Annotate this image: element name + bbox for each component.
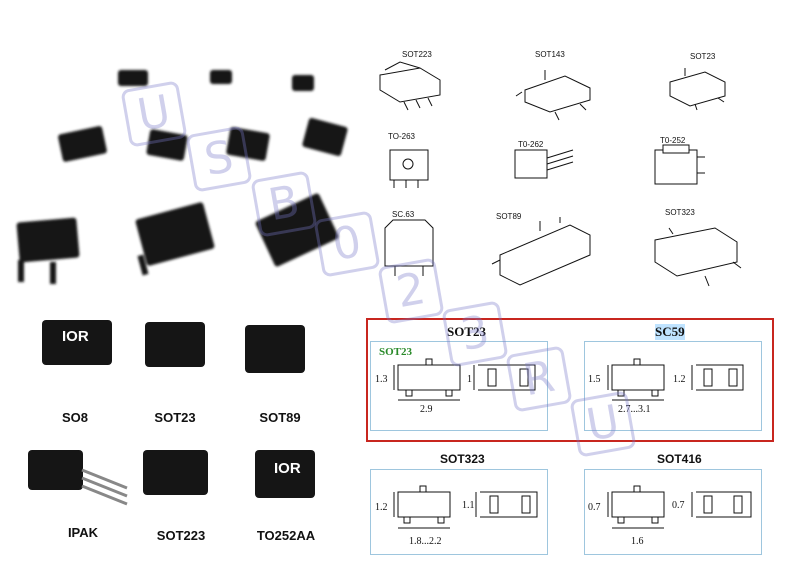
to252aa-photo bbox=[255, 450, 315, 498]
label-sot23-drawing: SOT23 bbox=[690, 52, 716, 61]
dim-drawing-sot23 bbox=[393, 358, 536, 401]
sot223-photo bbox=[143, 450, 208, 495]
dim-subtitle-sot23: SOT23 bbox=[379, 346, 413, 358]
dim-box-sot416 bbox=[584, 469, 762, 555]
dim-box-sot23 bbox=[370, 341, 548, 431]
photo-label-to252aa: TO252AA bbox=[256, 528, 316, 543]
dim-side-sot23: 1 bbox=[467, 374, 472, 385]
logo-to252aa: IOR bbox=[274, 460, 301, 477]
dim-height-sot323: 1.2 bbox=[375, 502, 388, 513]
dim-height-sot416: 0.7 bbox=[588, 502, 601, 513]
photo-label-so8: SO8 bbox=[61, 410, 88, 425]
photo-label-sot23: SOT23 bbox=[154, 410, 196, 425]
dim-box-sc59 bbox=[584, 341, 762, 431]
dim-title-sot416: SOT416 bbox=[657, 452, 702, 466]
dim-side-sc59: 1.2 bbox=[673, 374, 686, 385]
photo-label-ipak: IPAK bbox=[67, 525, 99, 540]
label-sot89: SOT89 bbox=[496, 212, 522, 221]
label-to252: T0-252 bbox=[660, 136, 686, 145]
label-sc63: SC.63 bbox=[392, 210, 415, 219]
dim-title-sot323: SOT323 bbox=[440, 452, 485, 466]
label-to263: TO-263 bbox=[388, 132, 415, 141]
dim-side-sot416: 0.7 bbox=[672, 500, 685, 511]
label-to262: T0-262 bbox=[518, 140, 544, 149]
dim-height-sc59: 1.5 bbox=[588, 374, 601, 385]
dimension-highlight-frame bbox=[366, 318, 774, 442]
dim-title-sot23: SOT23 bbox=[447, 324, 487, 339]
to252-drawing bbox=[654, 144, 705, 185]
sot143-drawing bbox=[515, 70, 591, 121]
dim-height-sot23: 1.3 bbox=[375, 374, 388, 385]
sot89-drawing bbox=[491, 217, 591, 286]
package-photos bbox=[16, 70, 348, 284]
photo-label-sot223: SOT223 bbox=[156, 528, 206, 543]
sot23-photo bbox=[145, 322, 205, 367]
dim-drawing-sot323 bbox=[393, 485, 538, 529]
dim-width-sot416: 1.6 bbox=[631, 536, 644, 547]
photo-label-sot89: SOT89 bbox=[259, 410, 301, 425]
dim-box-sot323 bbox=[370, 469, 548, 555]
photo-cluster-top bbox=[0, 50, 360, 300]
dim-drawing-sc59 bbox=[607, 358, 744, 401]
sot23-drawing bbox=[669, 68, 726, 111]
sot223-drawing bbox=[379, 61, 441, 111]
dim-title-sc59: SC59 bbox=[655, 324, 685, 340]
label-sot223: SOT223 bbox=[402, 50, 432, 59]
label-sot323: SOT323 bbox=[665, 208, 695, 217]
photo-grid-bottom: IOR IOR SO8 SOT23 SOT89 IPAK SOT223 TO25… bbox=[0, 310, 360, 562]
dim-side-sot323: 1.1 bbox=[462, 500, 475, 511]
dim-width-sc59: 2.7...3.1 bbox=[618, 404, 651, 415]
package-drawings bbox=[379, 61, 742, 287]
to262-drawing bbox=[514, 149, 574, 179]
so8-photo bbox=[42, 320, 112, 365]
logo-so8: IOR bbox=[62, 328, 89, 345]
dim-width-sot323: 1.8...2.2 bbox=[409, 536, 442, 547]
to263-drawing bbox=[389, 149, 429, 188]
package-photos-bottom bbox=[28, 320, 315, 506]
sc63-drawing bbox=[384, 219, 434, 276]
sot89-photo bbox=[245, 325, 305, 373]
label-sot143: SOT143 bbox=[535, 50, 565, 59]
dim-drawing-sot416 bbox=[607, 485, 752, 529]
drawings-grid: SOT223 SOT143 SOT23 TO-263 T0-262 T0-252… bbox=[360, 40, 780, 300]
ipak-photo bbox=[28, 450, 83, 490]
sot323-drawing bbox=[654, 227, 742, 287]
dim-width-sot23: 2.9 bbox=[420, 404, 433, 415]
